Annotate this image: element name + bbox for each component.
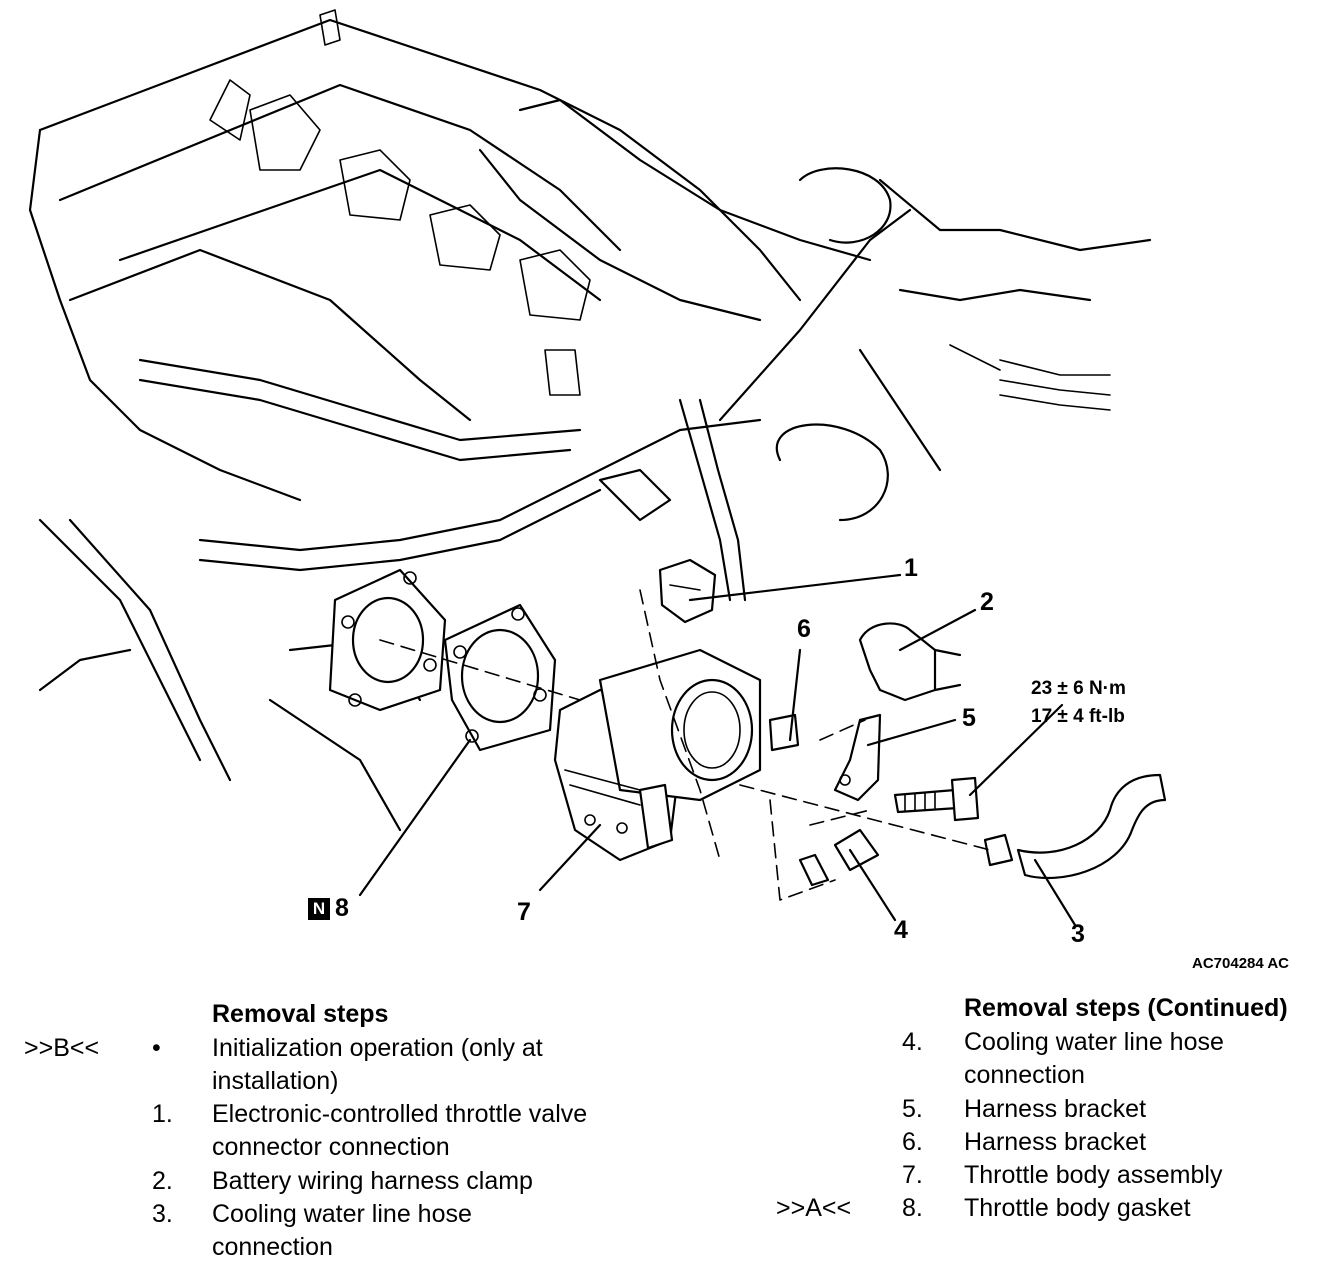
torque-spec-nm: 23 ± 6 N·m: [1031, 678, 1126, 699]
callout-4: 4: [894, 916, 908, 944]
step-text: Cooling water line hose connection: [212, 1200, 472, 1261]
throttle-body-gasket: [443, 603, 557, 752]
callout-1: 1: [904, 554, 918, 582]
cooling-water-hose-4: [798, 828, 880, 887]
callout-7: 7: [517, 898, 531, 926]
cylinder-head-cover: [28, 9, 802, 502]
throttle-body-assembly: [553, 648, 762, 862]
cooling-water-hose-3: [983, 773, 1167, 880]
intake-flange: [328, 568, 447, 712]
removal-steps-title: Removal steps: [212, 1000, 389, 1028]
removal-steps-continued-title: Removal steps (Continued): [964, 994, 1288, 1022]
leader-lines: [358, 573, 1077, 927]
step-number: 6.: [902, 1128, 923, 1156]
callout-3: 3: [1071, 920, 1085, 948]
step-number: 2.: [152, 1167, 173, 1195]
step-bullet: •: [152, 1034, 161, 1062]
n-badge-icon: N: [308, 898, 330, 920]
step-text: Harness bracket: [964, 1128, 1147, 1156]
step-text: Throttle body assembly: [964, 1161, 1223, 1189]
step-text: Cooling water line hose connection: [964, 1028, 1224, 1089]
step-number: 1.: [152, 1100, 173, 1128]
step-mark: >>A<<: [776, 1194, 852, 1222]
callout-8: 8: [335, 894, 349, 922]
step-text: Harness bracket: [964, 1095, 1147, 1123]
step-text: Electronic-controlled throttle valve con…: [212, 1100, 588, 1161]
harness-bracket-5: [833, 713, 882, 802]
mounting-bolt: [893, 776, 980, 822]
hoses-and-harness: [138, 208, 912, 602]
step-number: 5.: [902, 1095, 923, 1123]
step-text: Throttle body gasket: [964, 1194, 1191, 1222]
explode-lines: [379, 589, 991, 901]
figure-code: AC704284 AC: [1192, 955, 1289, 972]
callout-2: 2: [980, 588, 994, 616]
step-text: Battery wiring harness clamp: [212, 1167, 533, 1195]
battery-harness-clamp: [858, 622, 962, 702]
step-number: 4.: [902, 1028, 923, 1056]
harness-bracket-6: [768, 713, 800, 752]
throttle-connector: [658, 558, 717, 624]
callout-5: 5: [962, 704, 976, 732]
step-number: 3.: [152, 1200, 173, 1228]
step-number: 8.: [902, 1194, 923, 1222]
torque-spec-ftlb: 17 ± 4 ft-lb: [1031, 706, 1125, 727]
callout-6: 6: [797, 615, 811, 643]
engine-illustration: [28, 9, 1167, 927]
step-number: 7.: [902, 1161, 923, 1189]
step-mark: >>B<<: [24, 1034, 100, 1062]
intake-manifold: [478, 98, 1152, 522]
step-text: Initialization operation (only at instal…: [212, 1034, 543, 1095]
